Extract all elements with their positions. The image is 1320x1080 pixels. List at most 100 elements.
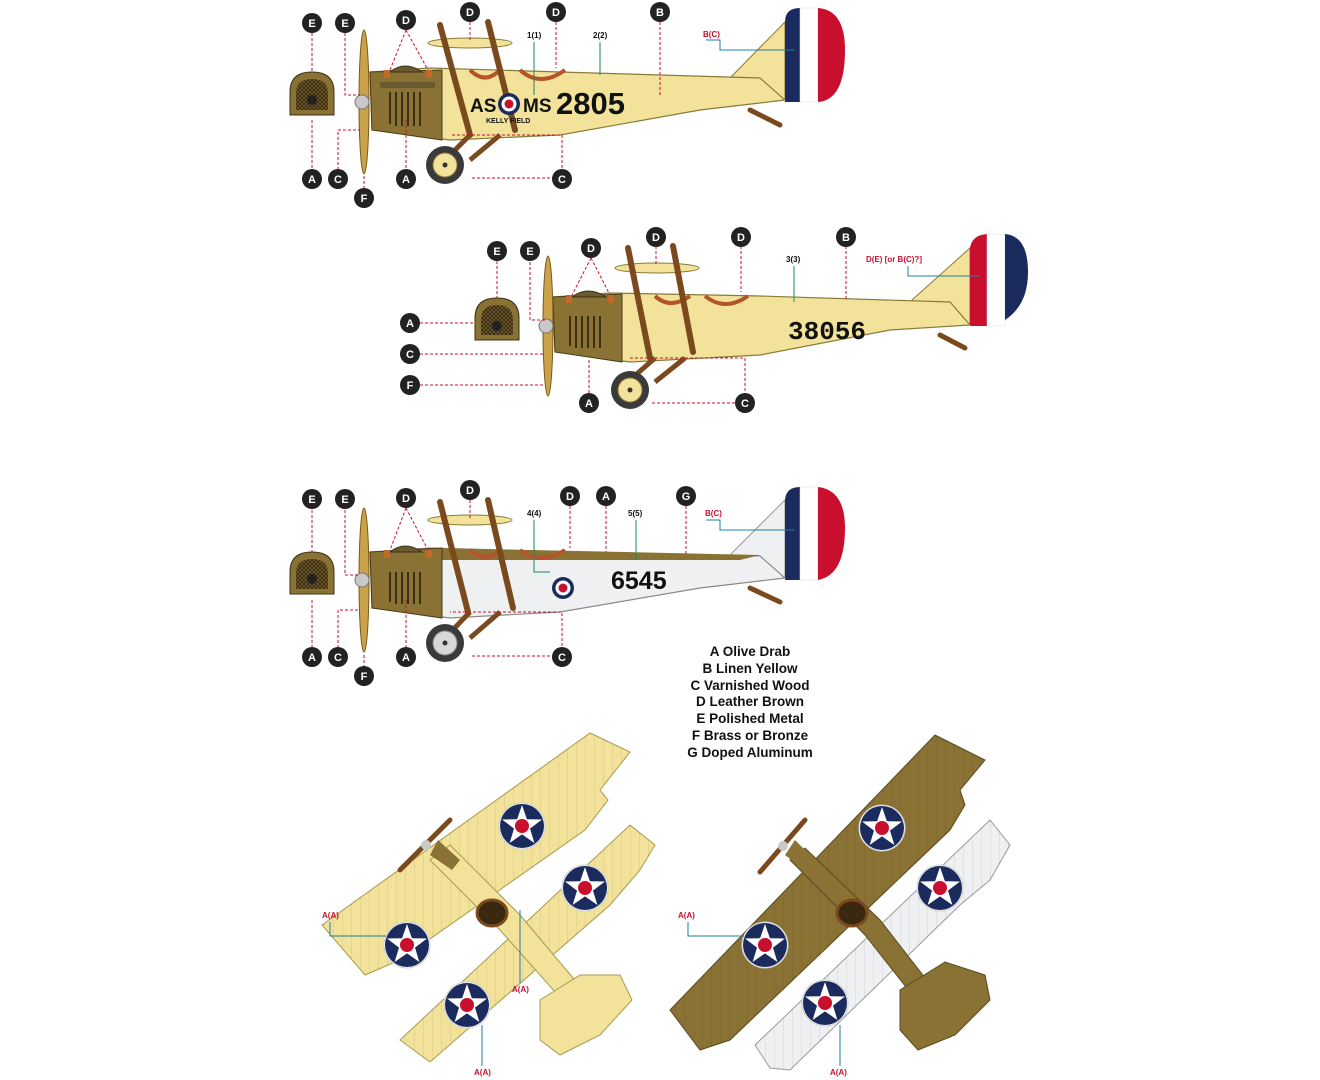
legend-item-a: A Olive Drab: [709, 644, 791, 659]
svg-text:D: D: [466, 7, 474, 19]
profile-1: AS MS KELLY FIELD 2805 1(1) 2(2) B(C) E: [289, 2, 845, 208]
svg-text:E: E: [308, 18, 315, 30]
svg-text:E: E: [341, 18, 348, 30]
badge-D: D: [731, 227, 751, 247]
svg-text:C: C: [558, 652, 566, 664]
svg-text:D: D: [587, 243, 595, 255]
callout-5-5: 5(5): [628, 509, 643, 518]
legend-item-c: C Varnished Wood: [690, 677, 810, 693]
badge-A: A: [396, 647, 416, 667]
svg-text:E: E: [308, 494, 315, 506]
svg-text:A: A: [602, 491, 610, 503]
callout-tail: B(C): [705, 509, 722, 518]
svg-text:C: C: [334, 652, 342, 664]
callout-fuselage: A(A): [512, 985, 529, 994]
legend-item-f: F Brass or Bronze: [691, 727, 809, 743]
callout-1-1: 1(1): [527, 31, 542, 40]
badge-D: D: [396, 488, 416, 508]
badge-D: D: [581, 238, 601, 258]
badge-A: A: [302, 647, 322, 667]
svg-text:D: D: [402, 493, 410, 505]
svg-text:A: A: [585, 398, 593, 410]
svg-text:C: C: [334, 174, 342, 186]
wing-roundel: [383, 921, 431, 969]
badge-D: D: [460, 480, 480, 500]
engine-louvers: [389, 572, 421, 604]
svg-text:D: D: [737, 232, 745, 244]
legend-item-b: B Linen Yellow: [702, 660, 798, 676]
badge-E: E: [335, 13, 355, 33]
badge-B: B: [650, 2, 670, 22]
callout-upper-wing: A(A): [678, 911, 695, 920]
radiator-front-view: [289, 551, 335, 595]
wing-roundel: [443, 981, 491, 1029]
svg-text:A: A: [402, 174, 410, 186]
badge-C: C: [552, 647, 572, 667]
callout-tail: D(E) [or B(C)?]: [866, 255, 922, 264]
svg-text:D: D: [402, 15, 410, 27]
badge-A: A: [302, 169, 322, 189]
svg-text:G: G: [682, 491, 691, 503]
svg-text:C: C: [558, 174, 566, 186]
wing-roundel: [916, 864, 964, 912]
top-view-left: A(A) A(A) A(A): [321, 732, 656, 1077]
rudder-stripes: [970, 233, 1028, 327]
svg-text:F: F: [407, 380, 414, 392]
legend-item-g: G Doped Aluminum: [687, 744, 813, 760]
badge-G: G: [676, 486, 696, 506]
badge-E: E: [302, 13, 322, 33]
badge-E: E: [302, 489, 322, 509]
callout-4-4: 4(4): [527, 509, 542, 518]
legend-item-e: E Polished Metal: [696, 711, 804, 727]
wing-struts: [625, 243, 696, 361]
wing-roundel: [801, 979, 849, 1027]
svg-text:D: D: [652, 232, 660, 244]
wing-roundel: [741, 921, 789, 969]
profile-3: 6545 4(4) 5(5) B(C) E E D D D: [289, 480, 845, 686]
badge-D: D: [560, 486, 580, 506]
svg-text:F: F: [361, 193, 368, 205]
serial-number: 38056: [788, 317, 866, 347]
serial-number: 2805: [556, 86, 625, 121]
rudder-stripes: [785, 7, 845, 103]
svg-text:A: A: [402, 652, 410, 664]
badge-E: E: [487, 241, 507, 261]
svg-text:A: A: [308, 174, 316, 186]
badge-A: A: [400, 313, 420, 333]
svg-text:C: C: [406, 349, 414, 361]
svg-text:D: D: [552, 7, 560, 19]
svg-text:D: D: [466, 485, 474, 497]
legend-item-d: D Leather Brown: [695, 694, 804, 710]
serial-number: 6545: [611, 567, 667, 595]
radiator-front-view: [289, 71, 335, 116]
wing-struts: [437, 497, 516, 615]
engine-louvers: [389, 92, 421, 126]
badge-C: C: [328, 647, 348, 667]
badge-E: E: [335, 489, 355, 509]
badge-E: E: [520, 241, 540, 261]
callout-3-3: 3(3): [786, 255, 801, 264]
callout-2-2: 2(2): [593, 31, 608, 40]
badge-C: C: [552, 169, 572, 189]
badge-B: B: [836, 227, 856, 247]
badge-C: C: [735, 393, 755, 413]
badge-D: D: [546, 2, 566, 22]
svg-text:E: E: [341, 494, 348, 506]
badge-D: D: [396, 10, 416, 30]
wing-roundel: [858, 804, 906, 852]
radiator-front-view: [474, 297, 520, 341]
badge-F: F: [354, 666, 374, 686]
svg-text:A: A: [308, 652, 316, 664]
wing-roundel: [561, 864, 609, 912]
wing-roundel: [498, 802, 546, 850]
svg-text:B: B: [656, 7, 664, 19]
code-right: MS: [523, 96, 552, 117]
callout-lower-wing: A(A): [830, 1068, 847, 1077]
badge-D: D: [646, 227, 666, 247]
badge-F: F: [400, 375, 420, 395]
badge-A: A: [396, 169, 416, 189]
callout-upper-wing: A(A): [322, 911, 339, 920]
badge-F: F: [354, 188, 374, 208]
top-view-right: A(A) A(A): [669, 734, 1011, 1077]
